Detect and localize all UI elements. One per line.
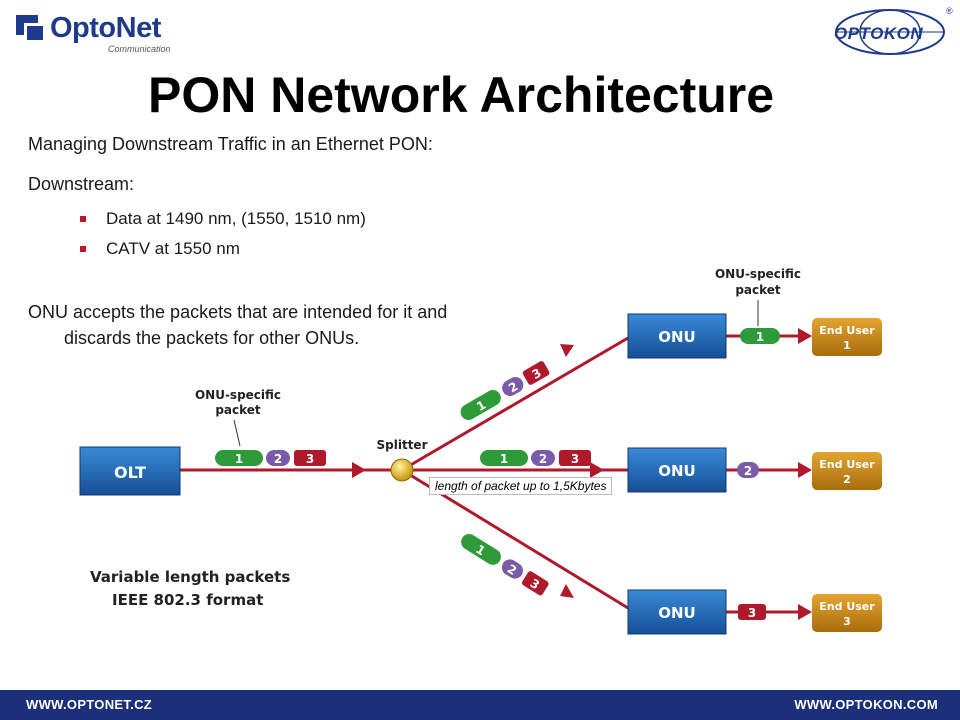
arrow-upright-icon — [560, 344, 574, 357]
splitter: Splitter — [377, 438, 428, 482]
onu-box-3: ONU — [627, 589, 727, 635]
delivered-packet-2 — [737, 462, 759, 478]
packet-2 — [531, 450, 555, 466]
packet-1 — [480, 450, 528, 466]
onu-box-1: ONU — [627, 313, 727, 359]
variable-length-caption: Variable length packets IEEE 802.3 forma… — [90, 566, 290, 612]
packet-3 — [294, 450, 326, 466]
packet-3 — [522, 361, 550, 385]
bullet-text: Data at 1490 nm, (1550, 1510 nm) — [106, 209, 366, 228]
olt-label: OLT — [114, 463, 146, 482]
packet-group-olt: 1 2 3 — [215, 450, 326, 466]
optonet-logo: OptoNet Communication — [16, 12, 186, 54]
onu-description-line2: discards the packets for other ONUs. — [64, 328, 360, 348]
packet-1 — [460, 390, 501, 420]
splitter-label: Splitter — [377, 438, 428, 452]
arrow-right-icon — [590, 462, 604, 478]
bullet-square-icon — [80, 216, 86, 222]
olt-box: OLT — [79, 446, 181, 496]
onu-specific-right-line2: packet — [735, 283, 781, 297]
optokon-logo-name: OPTOKON — [834, 24, 924, 43]
arrow-right-icon — [798, 462, 812, 478]
packet-1-label: 1 — [235, 452, 243, 466]
packet-1-label: 1 — [500, 452, 508, 466]
onu-specific-left-line1: ONU-specific — [195, 388, 281, 402]
footer-link-optonet[interactable]: WWW.OPTONET.CZ — [26, 697, 153, 712]
packet-length-caption: length of packet up to 1,5Kbytes — [429, 477, 613, 495]
delivered-packet-2-label: 2 — [744, 464, 752, 478]
arrow-heads — [352, 328, 812, 620]
packet-2 — [266, 450, 290, 466]
optokon-globe-icon — [835, 9, 945, 55]
footer-bar: WWW.OPTONET.CZ WWW.OPTOKON.COM — [0, 690, 960, 720]
arrow-right-icon — [352, 462, 366, 478]
onu-label: ONU — [658, 462, 696, 480]
packet-2-label: 2 — [539, 452, 547, 466]
packet-3 — [559, 450, 591, 466]
onu-specific-right-line1: ONU-specific — [715, 267, 801, 281]
end-user-box-1: End User 1 — [812, 318, 882, 356]
packet-3 — [522, 571, 549, 596]
optonet-logo-sub: Communication — [108, 44, 171, 54]
end-user-number: 2 — [843, 473, 851, 486]
packet-1 — [461, 533, 501, 565]
optokon-registered-mark: ® — [946, 6, 953, 16]
packet-1 — [215, 450, 263, 466]
splitter-node-icon — [390, 458, 414, 482]
packet-group-middle: 1 2 3 — [480, 450, 591, 466]
packet-3-label: 3 — [571, 452, 579, 466]
packet-2 — [501, 559, 523, 579]
optonet-logo-mark-icon — [16, 15, 50, 45]
variable-length-line2: IEEE 802.3 format — [112, 591, 264, 609]
delivered-packet-1 — [740, 328, 780, 344]
delivered-packet-3-label: 3 — [748, 606, 756, 620]
fiber-splitter-onu1 — [401, 336, 629, 472]
onu-specific-left-line2: packet — [215, 403, 261, 417]
end-user-label: End User — [819, 458, 875, 471]
onu-description: ONU accepts the packets that are intende… — [28, 299, 447, 351]
onu-box-2: ONU — [627, 447, 727, 493]
footer-link-optokon[interactable]: WWW.OPTOKON.COM — [794, 697, 938, 712]
page-title: PON Network Architecture — [148, 67, 775, 123]
end-user-box-2: End User 2 — [812, 452, 882, 490]
end-user-box-3: End User 3 — [812, 594, 882, 632]
bullet-square-icon — [80, 246, 86, 252]
packet-group-upper: 1 2 3 — [460, 361, 550, 420]
end-user-number: 3 — [843, 615, 851, 628]
arrow-right-icon — [798, 604, 812, 620]
variable-length-line1: Variable length packets — [90, 568, 291, 586]
end-user-label: End User — [819, 600, 875, 613]
packet-2 — [502, 377, 524, 396]
arrow-right-icon — [798, 328, 812, 344]
packet-2-label: 2 — [274, 452, 282, 466]
packet-group-lower: 1 2 3 — [461, 533, 549, 596]
packet-3-label: 3 — [306, 452, 314, 466]
bullet-text: CATV at 1550 nm — [106, 239, 240, 258]
delivered-packet-1-label: 1 — [756, 330, 764, 344]
arrow-downright-icon — [560, 584, 574, 598]
onu-label: ONU — [658, 328, 696, 346]
end-user-number: 1 — [843, 339, 851, 352]
downstream-label: Downstream: — [28, 174, 135, 194]
end-user-label: End User — [819, 324, 875, 337]
subtitle: Managing Downstream Traffic in an Ethern… — [28, 134, 433, 154]
optonet-logo-name: OptoNet — [50, 12, 161, 44]
delivered-packet-3 — [738, 604, 766, 620]
onu-description-line1: ONU accepts the packets that are intende… — [28, 302, 448, 322]
onu-specific-left-pointer — [233, 419, 241, 447]
optokon-logo: OPTOKON ® — [830, 6, 955, 56]
onu-label: ONU — [658, 604, 696, 622]
